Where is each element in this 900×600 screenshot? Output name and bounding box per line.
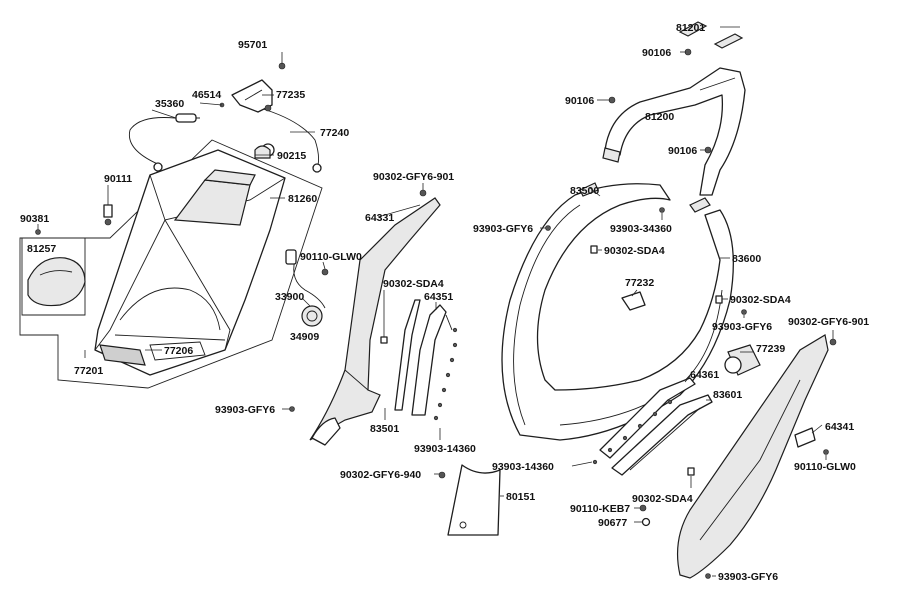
label-77240: 77240 <box>320 127 349 139</box>
label-64331: 64331 <box>365 212 394 224</box>
label-77235: 77235 <box>276 89 305 101</box>
label-77239: 77239 <box>756 343 785 355</box>
bolt-90302-gfy6-901-left <box>419 189 427 197</box>
molding-83601 <box>611 394 713 476</box>
trim-64351 <box>411 304 453 416</box>
bolt-90110-keb7 <box>639 504 647 512</box>
label-90302-sda4-a: 90302-SDA4 <box>383 278 444 290</box>
label-81260: 81260 <box>288 193 317 205</box>
bolt-93903-34360 <box>659 207 665 213</box>
bolt-90302-gfy6-940 <box>438 471 446 479</box>
label-35360: 35360 <box>155 98 184 110</box>
label-90302-gfy6-940: 90302-GFY6-940 <box>340 469 421 481</box>
helmet-box-group-frame <box>19 139 323 389</box>
box-lid-81257 <box>27 257 86 307</box>
label-81257: 81257 <box>27 243 56 255</box>
label-64341: 64341 <box>825 421 854 433</box>
leader-lines <box>37 26 834 577</box>
helmet-box <box>94 143 286 376</box>
rubber-pads <box>678 21 744 49</box>
label-90111: 90111 <box>104 173 132 185</box>
bolt-90111 <box>103 204 113 226</box>
label-90302-gfy6-901-b: 90302-GFY6-901 <box>788 316 869 328</box>
bolt-93903-gfy6-b <box>545 225 551 231</box>
label-77206: 77206 <box>164 345 193 357</box>
lock-bracket <box>219 79 273 113</box>
label-83601: 83601 <box>713 389 742 401</box>
label-90106-b: 90106 <box>565 95 594 107</box>
clip-90302-sda4-left <box>380 336 388 344</box>
label-93903-gfy6-b: 93903-GFY6 <box>473 223 533 235</box>
rear-carrier <box>602 67 746 196</box>
bolt-93903-gfy6-c <box>741 309 747 315</box>
label-81200: 81200 <box>645 111 674 123</box>
label-90110-glw0-b: 90110-GLW0 <box>794 461 856 473</box>
bumper-90215 <box>254 145 271 159</box>
box-81257-frame <box>21 237 86 316</box>
label-90302-sda4-c: 90302-SDA4 <box>730 294 791 306</box>
bolt-90110-glw0-b <box>823 449 829 455</box>
label-93903-gfy6-a: 93903-GFY6 <box>215 404 275 416</box>
clip-90302-sda4-d <box>687 467 695 476</box>
label-90215: 90215 <box>277 150 306 162</box>
screw-row-right <box>592 399 673 465</box>
label-83501: 83501 <box>370 423 399 435</box>
label-46514: 46514 <box>192 89 221 101</box>
label-77201: 77201 <box>74 365 103 377</box>
part-labels: 81201 90106 90106 90106 81200 95701 4651… <box>20 22 869 583</box>
label-81201: 81201 <box>676 22 705 34</box>
label-90110-keb7: 90110-KEB7 <box>570 503 630 515</box>
label-90106-a: 90106 <box>642 47 671 59</box>
seat-lock-cable <box>128 107 322 173</box>
label-93903-34360: 93903-34360 <box>610 223 672 235</box>
washer-90677 <box>641 517 651 527</box>
label-95701: 95701 <box>238 39 267 51</box>
label-93903-gfy6-c: 93903-GFY6 <box>712 321 772 333</box>
bolt-90381 <box>35 229 41 235</box>
label-80151: 80151 <box>506 491 535 503</box>
left-body-cover <box>309 197 441 446</box>
label-83500: 83500 <box>570 185 599 197</box>
switch-assembly <box>285 249 326 327</box>
label-93903-14360-a: 93903-14360 <box>414 443 476 455</box>
bolt-93903-gfy6-d <box>705 573 711 579</box>
center-panel <box>447 464 501 536</box>
label-64361: 64361 <box>690 369 719 381</box>
clip-90302-sda4-c <box>715 295 723 304</box>
seat-lock-77239 <box>724 344 761 376</box>
label-90677: 90677 <box>598 517 627 529</box>
label-90110-glw0-a: 90110-GLW0 <box>300 251 362 263</box>
label-90381: 90381 <box>20 213 49 225</box>
label-33900: 33900 <box>275 291 304 303</box>
label-90302-sda4-b: 90302-SDA4 <box>604 245 665 257</box>
bolt-93903-gfy6-left <box>289 406 295 412</box>
label-77232: 77232 <box>625 277 654 289</box>
label-90302-sda4-d: 90302-SDA4 <box>632 493 693 505</box>
label-90302-gfy6-901-a: 90302-GFY6-901 <box>373 171 454 183</box>
bolt-90110-glw0-left <box>321 268 329 276</box>
bolt-90302-gfy6-901-b <box>829 338 837 346</box>
label-90106-c: 90106 <box>668 145 697 157</box>
label-64351: 64351 <box>424 291 453 303</box>
label-93903-gfy6-d: 93903-GFY6 <box>718 571 778 583</box>
molding-83501 <box>394 299 421 411</box>
label-83600: 83600 <box>732 253 761 265</box>
label-93903-14360-b: 93903-14360 <box>492 461 554 473</box>
label-34909: 34909 <box>290 331 319 343</box>
screw-row-left <box>433 327 458 421</box>
clip-90302-sda4-b <box>590 245 598 254</box>
right-body-cover <box>676 334 829 579</box>
